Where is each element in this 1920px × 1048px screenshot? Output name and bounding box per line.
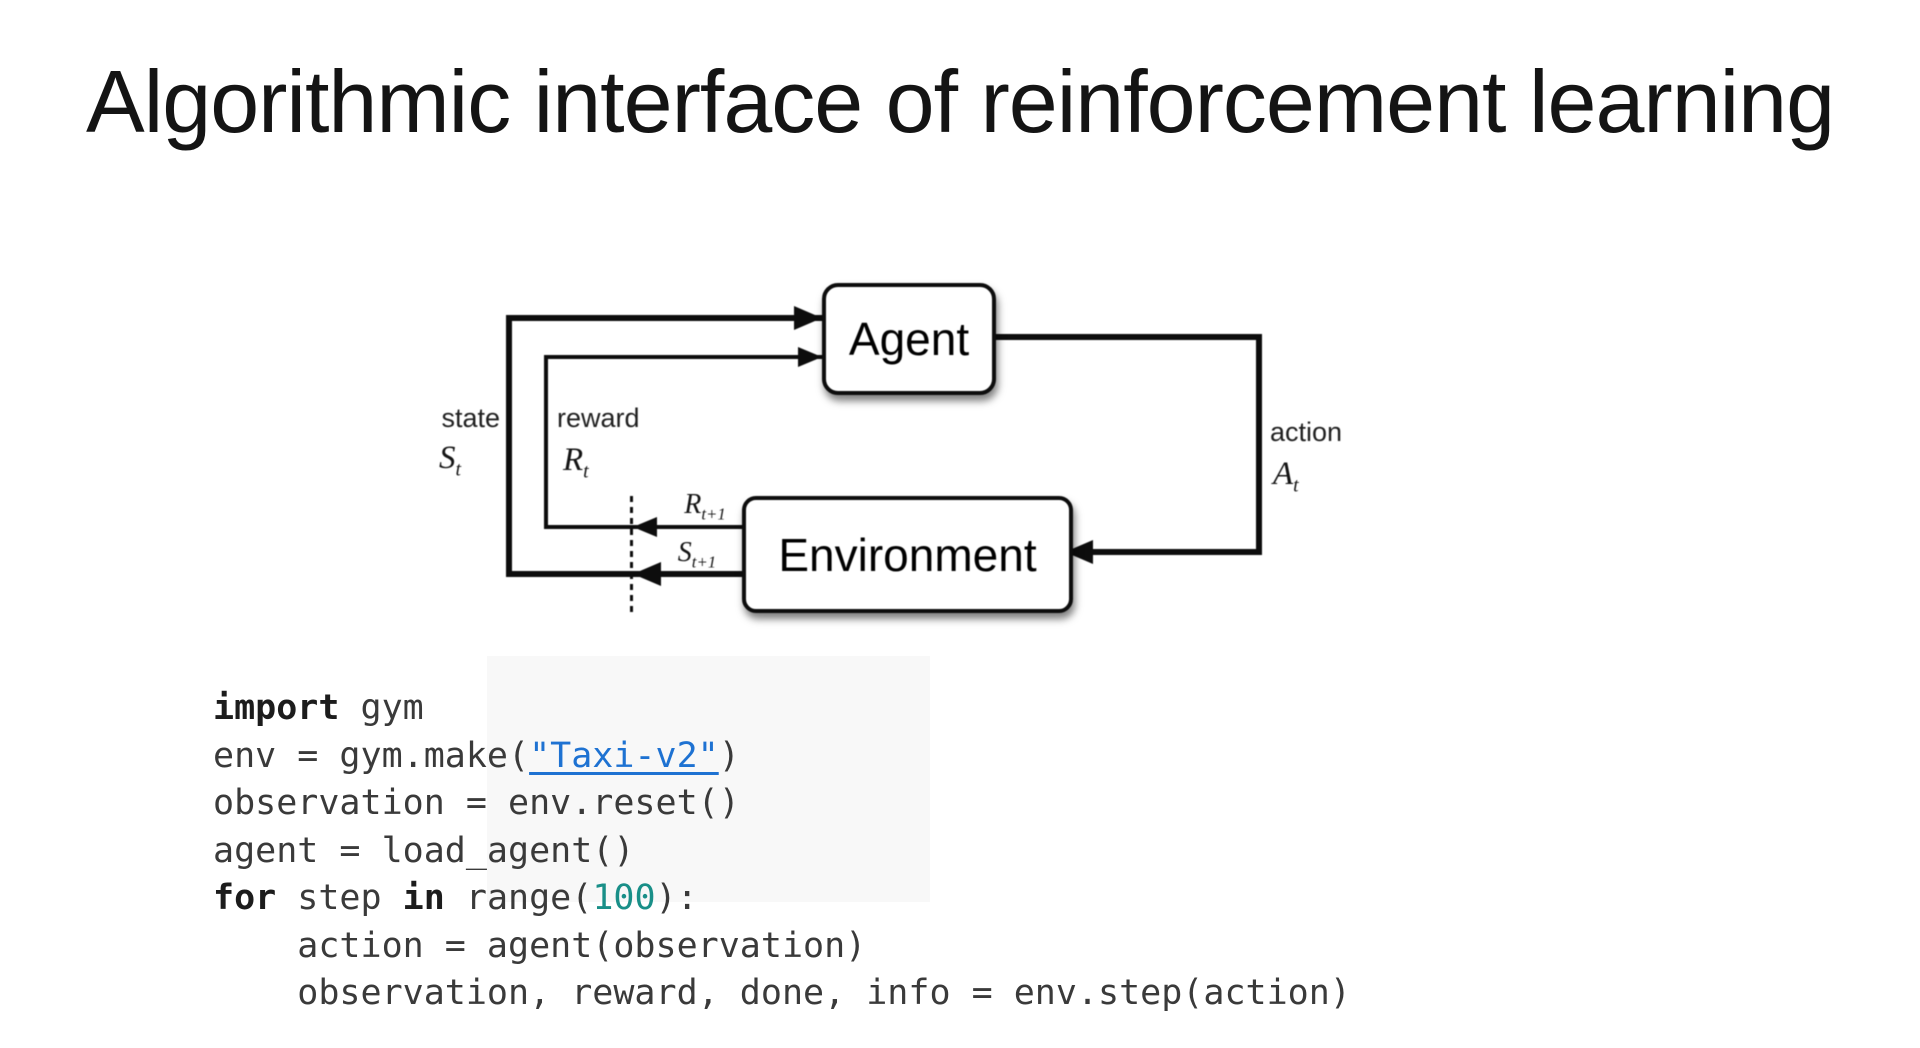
next-state-line [506,571,742,577]
reward-symbol: Rt [563,442,589,484]
reward-symbol-subscript: t [583,460,589,483]
state-symbol: St [400,440,500,482]
state-symbol-subscript: t [455,458,462,481]
action-symbol: At [1273,456,1299,498]
reward-arrowhead-icon [798,347,822,367]
agent-label: Agent [848,313,970,365]
code-token: gym [339,688,424,728]
code-token: range( [444,878,593,918]
code-token: action = agent(observation) [213,925,867,966]
reward-symbol-letter: R [563,442,584,478]
taxi-v2-link[interactable]: "Taxi-v2" [529,735,719,776]
environment-label: Environment [778,528,1037,581]
code-token: 100 [592,878,656,918]
code-background-tint [487,656,930,902]
next-state-arrowhead-icon [633,562,661,586]
reward-line-top [544,355,822,359]
reward-line-vertical [544,355,548,529]
code-token: import [213,688,340,728]
state-label: state [441,403,500,433]
code-line: import gym [213,685,1351,733]
code-line: for step in range(100): [213,875,1351,923]
action-symbol-letter: A [1273,456,1294,492]
code-token: observation = env.reset() [213,783,740,823]
action-label: action [1270,417,1343,447]
code-token: env = gym.make( [213,735,530,776]
reward-label: reward [557,403,640,433]
code-line: env = gym.make("Taxi-v2") [213,733,1351,781]
code-line: agent = load_agent() [213,828,1351,876]
time-step-dashed-line [630,496,633,614]
state-arrowhead-icon [794,306,822,330]
next-state-subscript: t+1 [691,552,717,572]
agent-box: Agent [822,283,996,395]
code-token: ) [718,735,740,776]
state-line-vertical [506,315,512,577]
action-symbol-subscript: t [1293,474,1299,497]
code-token: for [213,878,277,918]
code-token: observation, reward, done, info = env.st… [213,973,1351,1013]
next-reward-letter: R [684,489,702,520]
code-token: in [402,878,445,918]
code-token: ): [655,878,698,918]
next-reward-subscript: t+1 [701,504,726,524]
code-token: agent = load_agent() [213,830,635,871]
next-reward-arrowhead-icon [633,517,657,537]
next-reward-symbol: Rt+1 [660,489,750,525]
action-line-top [988,334,1262,340]
action-line-bottom [1065,549,1262,555]
action-line-vertical [1256,334,1262,555]
environment-box: Environment [742,496,1073,613]
code-line: observation = env.reset() [213,780,1351,828]
code-token: step [276,878,403,918]
code-line: observation, reward, done, info = env.st… [213,970,1351,1018]
next-state-symbol: St+1 [652,537,742,573]
state-symbol-letter: S [439,440,456,476]
state-line-top [506,315,822,321]
next-state-letter: S [677,537,692,568]
code-line: action = agent(observation) [213,923,1351,971]
page-title: Algorithmic interface of reinforcement l… [86,52,1835,151]
